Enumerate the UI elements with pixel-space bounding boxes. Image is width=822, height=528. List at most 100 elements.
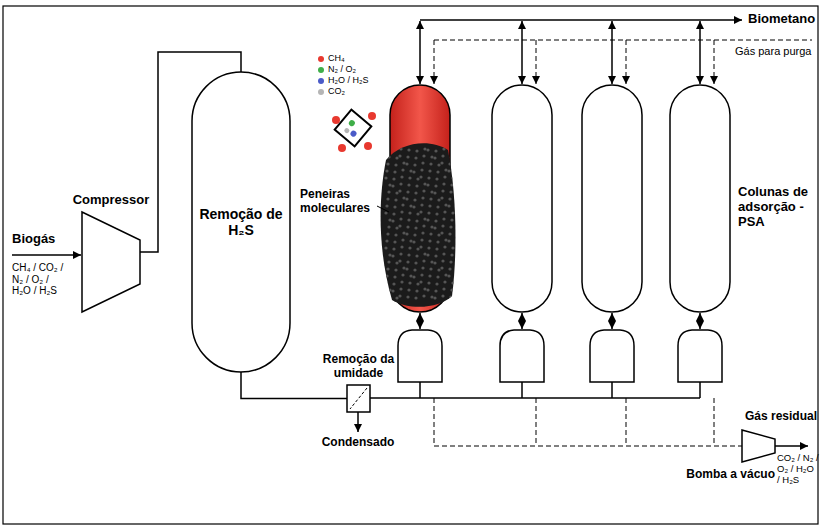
sieve-grain <box>436 240 439 243</box>
sieve-grain <box>394 268 397 271</box>
column-outlet <box>419 21 421 84</box>
sieve-grain <box>384 211 387 214</box>
sieve-grain <box>448 267 451 270</box>
sieve-grain <box>440 196 443 199</box>
sieve-grain <box>441 154 444 157</box>
sieve-grain <box>405 267 408 270</box>
sieve-grain <box>449 190 452 193</box>
sieve-grain <box>443 210 446 213</box>
sieve-grain <box>394 163 397 166</box>
sieve-grain <box>430 155 433 158</box>
moisture-filter: Remoção da umidade <box>347 385 370 412</box>
sieve-grain <box>388 288 391 291</box>
sieve-grain <box>436 170 439 173</box>
text-wrap: Remoção da umidade <box>323 353 395 381</box>
sieve-grain <box>428 169 431 172</box>
valve-vessel <box>678 330 722 382</box>
sieve-grain <box>391 149 394 152</box>
sieve-grain <box>391 289 394 292</box>
filter-outline <box>347 385 370 412</box>
sieve-grain <box>449 225 452 228</box>
sieve-grain <box>421 266 424 269</box>
sieve-grain <box>451 281 454 284</box>
sieve-grain <box>413 198 416 201</box>
sieve-grain <box>449 295 452 298</box>
sieve-grain <box>392 177 395 180</box>
sieve-grain <box>448 197 451 200</box>
valve-vessel <box>590 330 634 382</box>
legend-swatch <box>318 89 324 95</box>
sieve-grain <box>408 246 411 249</box>
condensate-pipe <box>357 412 359 432</box>
sieve-grain <box>416 282 419 285</box>
sieve-grain <box>433 296 436 299</box>
purge-label: Gás para purga <box>735 45 819 58</box>
sieve-grain <box>402 196 405 199</box>
sieve-grain <box>420 203 423 206</box>
sieve-grain <box>385 169 388 172</box>
sieve-grain <box>421 231 424 234</box>
sieve-grain <box>440 161 443 164</box>
sieve-grain <box>406 260 409 263</box>
sieve-label: Peneiras moleculares <box>300 188 376 216</box>
sieve-grain <box>399 217 402 220</box>
sieve-grain <box>409 204 412 207</box>
sieve-grain <box>436 275 439 278</box>
sieve-grain <box>402 266 405 269</box>
sieve-grain <box>443 175 446 178</box>
sieve-grain <box>399 252 402 255</box>
sieve-grain <box>444 273 447 276</box>
sieve-grain <box>429 197 432 200</box>
sieve-grain <box>427 246 430 249</box>
valve-vessel <box>500 330 544 382</box>
adsorption-column <box>582 85 642 312</box>
sieve-grain <box>413 163 416 166</box>
sieve-grain <box>429 162 432 165</box>
legend-text: CH₄ <box>328 54 345 63</box>
vacuum-pump: Bomba a vácuo <box>742 430 775 462</box>
sieve-grain <box>422 259 425 262</box>
sieve-grain <box>385 204 388 207</box>
molecule-dot <box>364 142 372 150</box>
sieve-grain <box>450 253 453 256</box>
sieve-grain <box>436 205 439 208</box>
sieve-grain <box>384 281 387 284</box>
sieve-grain <box>450 148 453 151</box>
sieve-grain <box>430 295 433 298</box>
legend-entry: H₂O / H₂S <box>318 76 369 85</box>
column-link <box>611 313 613 329</box>
sieve-grain <box>412 170 415 173</box>
sieve-grain <box>426 253 429 256</box>
sieve-grain <box>387 295 390 298</box>
sieve-grain <box>406 155 409 158</box>
legend-entry: N₂ / O₂ <box>318 65 356 74</box>
feed-pipe <box>699 382 701 398</box>
sieve-grain <box>398 224 401 227</box>
sieve-grain <box>429 267 432 270</box>
sieve-grain <box>394 198 397 201</box>
sieve-grain <box>402 231 405 234</box>
sieve-grain <box>441 259 444 262</box>
vacuum-line <box>714 398 715 446</box>
sieve-grain <box>393 205 396 208</box>
purge-line <box>536 40 537 84</box>
sieve-grain <box>388 148 391 151</box>
sieve-grain <box>440 231 443 234</box>
sieve-grain <box>406 190 409 193</box>
sieve-grain <box>442 147 445 150</box>
sieve-grain <box>407 183 410 186</box>
sieve-grain <box>398 154 401 157</box>
sieve-grain <box>399 287 402 290</box>
vacuum-line <box>536 398 537 446</box>
sieve-grain <box>408 176 411 179</box>
column-link <box>699 313 701 329</box>
sieve-grain <box>401 168 404 171</box>
sieve-grain <box>412 240 415 243</box>
sieve-grain <box>395 156 398 159</box>
sieve-grain <box>419 245 422 248</box>
node-shape <box>347 385 370 412</box>
feed-pipe <box>521 382 523 398</box>
sieve-grain <box>423 252 426 255</box>
sieve-grain <box>407 218 410 221</box>
sieve-grain <box>442 287 445 290</box>
